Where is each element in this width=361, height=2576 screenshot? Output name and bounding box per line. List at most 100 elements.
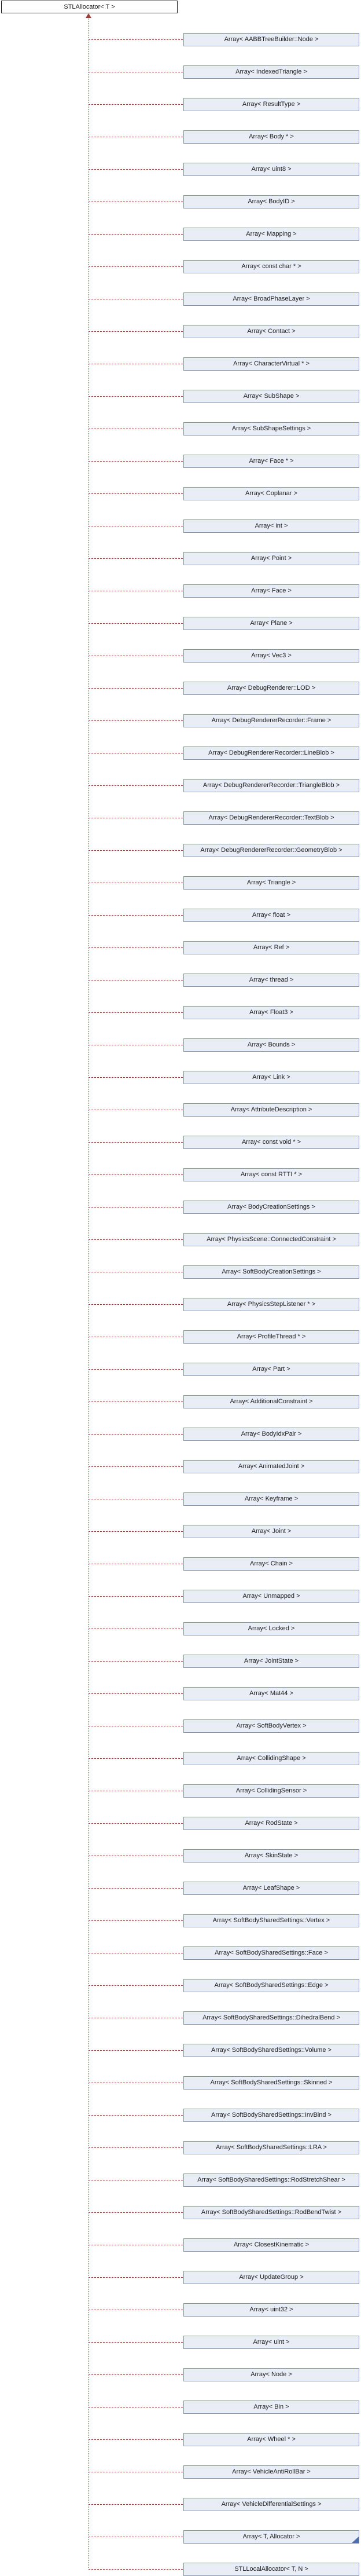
derived-class-node[interactable]: Array< SkinState > xyxy=(183,1849,359,1863)
derived-class-node[interactable]: Array< Ref > xyxy=(183,941,359,954)
derived-class-node[interactable]: Array< float > xyxy=(183,909,359,922)
derived-class-node[interactable]: Array< Chain > xyxy=(183,1557,359,1571)
derived-class-node[interactable]: Array< JointState > xyxy=(183,1655,359,1668)
edge-branch-line xyxy=(89,2115,183,2116)
derived-class-node[interactable]: Array< Keyframe > xyxy=(183,1492,359,1506)
derived-class-node[interactable]: Array< PhysicsScene::ConnectedConstraint… xyxy=(183,1233,359,1246)
derived-class-node[interactable]: Array< PhysicsStepListener * > xyxy=(183,1298,359,1311)
derived-class-node[interactable]: Array< const RTTI * > xyxy=(183,1168,359,1181)
derived-class-node[interactable]: Array< BodyID > xyxy=(183,195,359,208)
edge-branch-line xyxy=(89,2504,183,2505)
derived-class-node[interactable]: Array< DebugRendererRecorder::TextBlob > xyxy=(183,811,359,825)
derived-class-node[interactable]: Array< SoftBodySharedSettings::InvBind > xyxy=(183,2109,359,2122)
derived-class-node[interactable]: Array< int > xyxy=(183,519,359,533)
derived-class-node[interactable]: Array< const char * > xyxy=(183,260,359,273)
derived-class-node[interactable]: Array< DebugRendererRecorder::GeometryBl… xyxy=(183,844,359,857)
derived-class-node[interactable]: Array< ClosestKinematic > xyxy=(183,2238,359,2252)
derived-class-node[interactable]: Array< DebugRendererRecorder::LineBlob > xyxy=(183,747,359,760)
derived-class-node[interactable]: Array< Vec3 > xyxy=(183,649,359,663)
derived-class-node[interactable]: Array< RodState > xyxy=(183,1817,359,1830)
derived-class-node[interactable]: Array< Link > xyxy=(183,1071,359,1084)
derived-class-node[interactable]: Array< SoftBodyCreationSettings > xyxy=(183,1265,359,1279)
derived-class-node[interactable]: Array< Mat44 > xyxy=(183,1687,359,1700)
derived-class-node[interactable]: STLLocalAllocator< T, N > xyxy=(183,2563,359,2576)
derived-class-node[interactable]: Array< Face > xyxy=(183,584,359,598)
edge-branch-line xyxy=(89,331,183,332)
base-class-node[interactable]: STLAllocator< T > xyxy=(1,1,178,13)
derived-class-node[interactable]: Array< Joint > xyxy=(183,1525,359,1538)
derived-class-node[interactable]: Array< UpdateGroup > xyxy=(183,2271,359,2284)
derived-class-node[interactable]: Array< AttributeDescription > xyxy=(183,1103,359,1117)
derived-class-node[interactable]: Array< SoftBodySharedSettings::Vertex > xyxy=(183,1914,359,1927)
derived-class-node[interactable]: Array< ProfileThread * > xyxy=(183,1330,359,1344)
derived-class-node[interactable]: Array< Bin > xyxy=(183,2401,359,2414)
derived-class-node[interactable]: Array< SoftBodySharedSettings::RodStretc… xyxy=(183,2174,359,2187)
derived-class-node[interactable]: Array< SoftBodySharedSettings::Volume > xyxy=(183,2044,359,2057)
derived-class-node[interactable]: Array< SoftBodySharedSettings::Edge > xyxy=(183,1979,359,1992)
derived-class-node[interactable]: Array< Unmapped > xyxy=(183,1590,359,1603)
derived-class-node[interactable]: Array< Float3 > xyxy=(183,1006,359,1019)
derived-class-node[interactable]: Array< Wheel * > xyxy=(183,2433,359,2446)
derived-class-node[interactable]: Array< BroadPhaseLayer > xyxy=(183,292,359,306)
edge-branch-line xyxy=(89,234,183,235)
derived-class-node[interactable]: Array< SoftBodySharedSettings::Skinned > xyxy=(183,2076,359,2090)
derived-class-node[interactable]: Array< uint32 > xyxy=(183,2303,359,2317)
edge-branch-line xyxy=(89,1369,183,1370)
edge-branch-line xyxy=(89,2212,183,2213)
derived-class-node[interactable]: Array< LeafShape > xyxy=(183,1882,359,1895)
edge-branch-line xyxy=(89,1758,183,1759)
edge-branch-line xyxy=(89,461,183,462)
derived-class-node[interactable]: Array< uint > xyxy=(183,2336,359,2349)
derived-class-node[interactable]: Array< AABBTreeBuilder::Node > xyxy=(183,33,359,46)
derived-class-node[interactable]: Array< Body * > xyxy=(183,130,359,144)
edge-branch-line xyxy=(89,1434,183,1435)
derived-class-node[interactable]: Array< AdditionalConstraint > xyxy=(183,1395,359,1408)
derived-class-node[interactable]: Array< SubShape > xyxy=(183,390,359,403)
derived-class-node[interactable]: Array< SoftBodySharedSettings::RodBendTw… xyxy=(183,2206,359,2219)
derived-class-node[interactable]: Array< CollidingShape > xyxy=(183,1752,359,1765)
edge-branch-line xyxy=(89,720,183,721)
derived-class-node[interactable]: Array< Coplanar > xyxy=(183,487,359,500)
derived-class-node[interactable]: Array< DebugRendererRecorder::Frame > xyxy=(183,714,359,727)
derived-class-node[interactable]: Array< Triangle > xyxy=(183,876,359,890)
derived-class-node[interactable]: Array< Part > xyxy=(183,1363,359,1376)
derived-class-node[interactable]: Array< IndexedTriangle > xyxy=(183,65,359,79)
derived-class-node[interactable]: Array< SoftBodySharedSettings::LRA > xyxy=(183,2141,359,2154)
derived-class-node[interactable]: Array< BodyIdxPair > xyxy=(183,1428,359,1441)
derived-class-node[interactable]: Array< AnimatedJoint > xyxy=(183,1460,359,1473)
derived-class-node[interactable]: Array< Point > xyxy=(183,552,359,565)
edge-branch-line xyxy=(89,688,183,689)
derived-class-node[interactable]: Array< Mapping > xyxy=(183,228,359,241)
derived-class-node[interactable]: Array< T, Allocator > xyxy=(183,2530,359,2544)
derived-class-node[interactable]: Array< CollidingSensor > xyxy=(183,1784,359,1798)
derived-class-node[interactable]: Array< Plane > xyxy=(183,617,359,630)
derived-class-node[interactable]: Array< Node > xyxy=(183,2368,359,2381)
edge-branch-line xyxy=(89,1174,183,1175)
inheritance-arrow-icon xyxy=(86,13,91,18)
derived-class-node[interactable]: Array< SoftBodySharedSettings::Face > xyxy=(183,1946,359,1960)
derived-class-node[interactable]: Array< SoftBodyVertex > xyxy=(183,1719,359,1733)
edge-branch-line xyxy=(89,1596,183,1597)
derived-class-node[interactable]: Array< CharacterVirtual * > xyxy=(183,357,359,371)
derived-class-node[interactable]: Array< SoftBodySharedSettings::DihedralB… xyxy=(183,2011,359,2025)
derived-class-node[interactable]: Array< Face * > xyxy=(183,455,359,468)
edge-branch-line xyxy=(89,2277,183,2278)
derived-class-node[interactable]: Array< BodyCreationSettings > xyxy=(183,1201,359,1214)
edge-branch-line xyxy=(89,1304,183,1305)
derived-class-node[interactable]: Array< Locked > xyxy=(183,1622,359,1635)
edge-branch-line xyxy=(89,623,183,624)
derived-class-node[interactable]: Array< ResultType > xyxy=(183,98,359,111)
derived-class-node[interactable]: Array< uint8 > xyxy=(183,163,359,176)
derived-class-node[interactable]: Array< const void * > xyxy=(183,1136,359,1149)
derived-class-node[interactable]: Array< thread > xyxy=(183,974,359,987)
derived-class-node[interactable]: Array< DebugRendererRecorder::TriangleBl… xyxy=(183,779,359,792)
derived-class-node[interactable]: Array< DebugRenderer::LOD > xyxy=(183,682,359,695)
edge-branch-line xyxy=(89,39,183,40)
derived-class-node[interactable]: Array< Bounds > xyxy=(183,1038,359,1052)
derived-class-node[interactable]: Array< VehicleAntiRollBar > xyxy=(183,2465,359,2479)
edge-branch-line xyxy=(89,2147,183,2148)
derived-class-node[interactable]: Array< Contact > xyxy=(183,325,359,338)
derived-class-node[interactable]: Array< SubShapeSettings > xyxy=(183,422,359,436)
derived-class-node[interactable]: Array< VehicleDifferentialSettings > xyxy=(183,2498,359,2511)
